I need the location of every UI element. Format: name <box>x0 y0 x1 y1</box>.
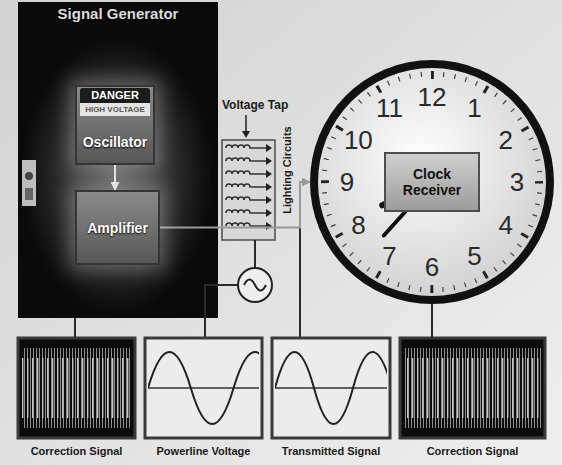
transmitted-plot <box>272 338 392 438</box>
clock-numeral: 2 <box>488 125 524 155</box>
wires <box>205 228 300 338</box>
amplifier-box: Amplifier <box>75 190 160 265</box>
receiver-box: Clock Receiver <box>384 152 480 212</box>
node-text: Transmitted Signal <box>282 444 380 458</box>
scope-panel: Correction Signal <box>18 338 135 459</box>
part-label: Voltage Tap <box>222 98 288 112</box>
scope-panel: Powerline Voltage <box>145 338 262 459</box>
clock-numeral: 8 <box>340 210 376 240</box>
node-text: Signal Generator <box>58 2 179 22</box>
generator-housing-box: Signal GeneratorOscillatorAmplifier <box>18 2 218 318</box>
node-text: Clock Receiver <box>390 166 474 198</box>
clock-illustration <box>310 60 554 304</box>
clock-numeral: 11 <box>372 93 408 123</box>
node-text: Powerline Voltage <box>157 444 251 458</box>
powerline-plot <box>145 338 276 438</box>
clock-numeral: 12 <box>414 82 450 112</box>
node-text: Amplifier <box>87 220 148 236</box>
clock-numeral: 9 <box>329 167 365 197</box>
correction-plot <box>18 338 135 438</box>
part-label: Lighting Circuits <box>280 120 294 220</box>
generator-housing <box>18 2 218 318</box>
clock-numeral: 5 <box>457 241 493 271</box>
warning-sign-text: HIGH VOLTAGE <box>80 103 150 116</box>
clock-numeral: 4 <box>488 210 524 240</box>
correction-plot <box>400 338 545 438</box>
ac-source-symbol <box>238 268 272 302</box>
warning-sign-text: DANGER <box>80 88 150 103</box>
signal-wire <box>431 304 433 338</box>
clock-numeral: 10 <box>340 125 376 155</box>
node-text: Correction Signal <box>31 444 123 458</box>
clock-face: 121234567891011Clock Receiver <box>310 60 554 304</box>
clock-numeral: 3 <box>499 167 535 197</box>
clock-numeral: 6 <box>414 252 450 282</box>
scope-panel: Correction Signal <box>400 338 545 459</box>
leader-line <box>242 115 250 138</box>
scope-panel: Transmitted Signal <box>272 338 390 459</box>
node-text: Oscillator <box>83 134 148 150</box>
node-text: Correction Signal <box>427 444 519 458</box>
clock-numeral: 7 <box>372 241 408 271</box>
signal-wire <box>74 318 76 338</box>
voltage-tap <box>222 140 275 240</box>
signal-wire <box>114 165 116 190</box>
clock-numeral: 1 <box>457 93 493 123</box>
